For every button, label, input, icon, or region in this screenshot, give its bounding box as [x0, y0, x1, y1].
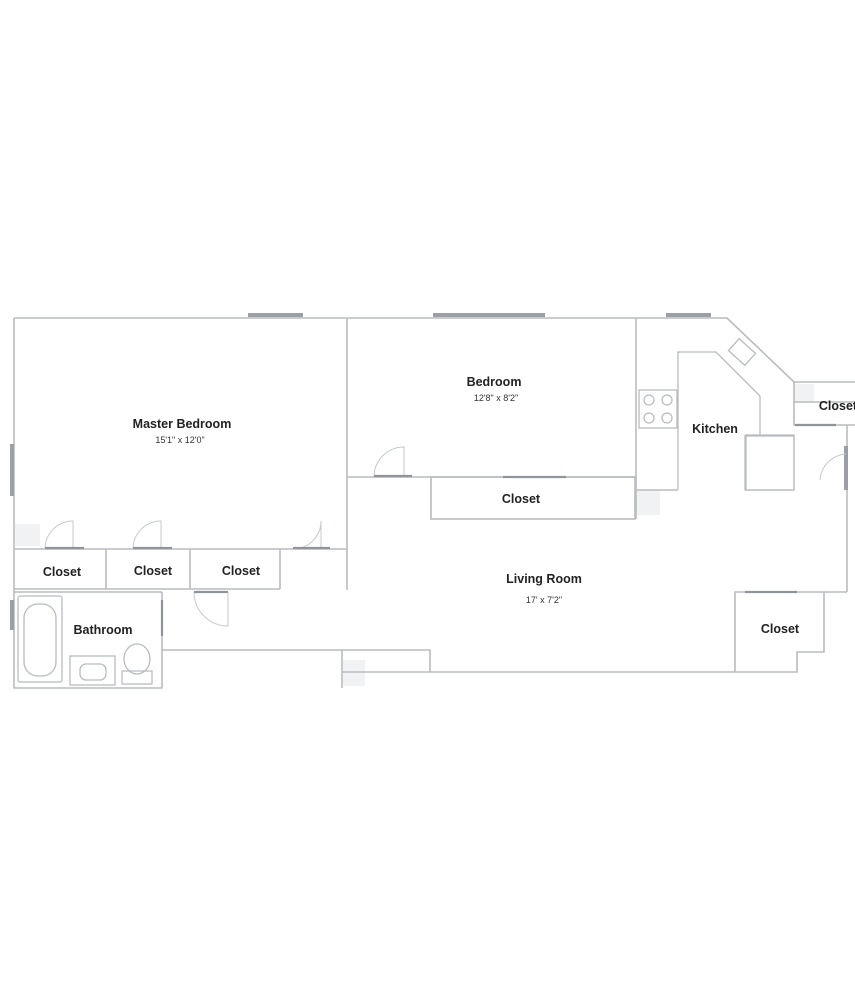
room-labels: Master Bedroom 15'1" x 12'0" Bedroom 12'…	[43, 375, 855, 637]
master-bedroom-dimensions: 15'1" x 12'0"	[155, 435, 204, 445]
doors	[44, 423, 847, 636]
closet-label: Closet	[761, 622, 800, 636]
toilet-icon	[121, 643, 153, 685]
floor-shading	[15, 384, 814, 686]
sink-vanity-icon	[69, 655, 116, 686]
closet-label: Closet	[222, 564, 261, 578]
bedroom-label: Bedroom	[467, 375, 522, 389]
walls	[13, 317, 855, 689]
living-room-label: Living Room	[506, 572, 582, 586]
bathroom-fixtures	[17, 595, 153, 686]
kitchen-fixtures	[638, 337, 795, 491]
master-bedroom-label: Master Bedroom	[133, 417, 232, 431]
closet-label: Closet	[43, 565, 82, 579]
stove-icon	[638, 389, 678, 429]
living-room-dimensions: 17' x 7'2"	[526, 595, 562, 605]
bedroom-dimensions: 12'8" x 8'2"	[474, 393, 518, 403]
closet-label: Closet	[502, 492, 541, 506]
windows	[10, 313, 848, 630]
closet-label: Closet	[134, 564, 173, 578]
bathtub-icon	[17, 595, 63, 683]
kitchen-label: Kitchen	[692, 422, 738, 436]
bathroom-label: Bathroom	[73, 623, 132, 637]
closet-label: Closet	[819, 399, 855, 413]
